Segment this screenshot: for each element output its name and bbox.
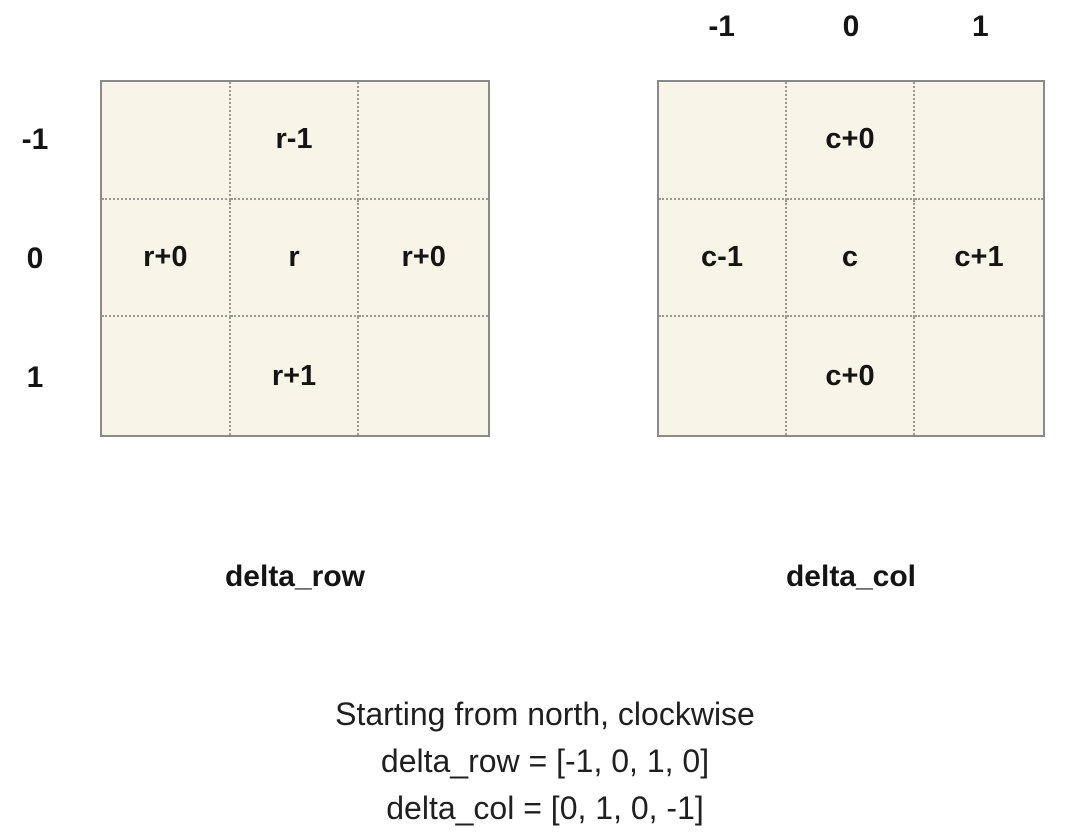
row-label-0: 0 (26, 241, 44, 275)
caption: Starting from north, clockwise delta_row… (145, 691, 945, 832)
grid-cell (359, 82, 488, 200)
col-label-minus1: -1 (708, 10, 735, 43)
col-label-1: 1 (971, 10, 989, 43)
delta-row-title: delta_row (224, 560, 366, 593)
col-label-0: 0 (842, 10, 860, 43)
grid-cell (102, 82, 231, 200)
row-axis-labels: -1 0 1 (6, 80, 64, 437)
caption-line-2: delta_row = [-1, 0, 1, 0] (380, 743, 710, 779)
grid-cell (659, 82, 787, 200)
grid-cell (659, 317, 787, 435)
row-label-minus1: -1 (21, 122, 49, 156)
delta-row-grid: r-1 r+0 r r+0 r+1 (100, 80, 490, 437)
caption-line-3: delta_col = [0, 1, 0, -1] (386, 790, 704, 826)
delta-col-title: delta_col (785, 560, 917, 593)
grid-cell: c+1 (915, 200, 1043, 318)
col-axis-labels: -1 0 1 (657, 4, 1045, 50)
grid-cell: c (787, 199, 915, 318)
grid-cell: c-1 (659, 199, 787, 318)
grid-cell (915, 82, 1043, 200)
grid-cell: r+1 (231, 317, 360, 435)
row-label-1: 1 (26, 360, 44, 394)
caption-line-1: Starting from north, clockwise (335, 696, 755, 732)
grid-cell: c+0 (787, 317, 915, 435)
grid-cell (102, 317, 231, 435)
grid-cell (359, 317, 488, 435)
grid-cell (915, 317, 1043, 435)
grid-cell: r+0 (359, 200, 488, 318)
delta-col-grid: c+0 c-1 c c+1 c+0 (657, 80, 1045, 437)
grid-cell: r-1 (230, 82, 360, 200)
grid-cell: r+0 (102, 199, 231, 318)
grid-cell: c+0 (787, 82, 915, 200)
grid-cell: r (230, 199, 360, 318)
